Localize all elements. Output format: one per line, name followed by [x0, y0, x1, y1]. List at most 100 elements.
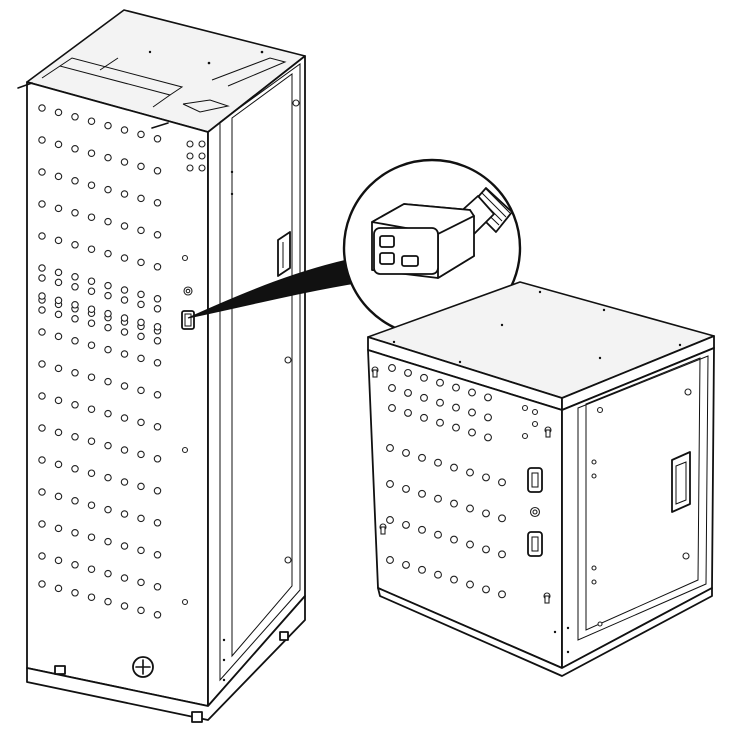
perforation-hole	[120, 446, 129, 454]
tall-cabinet-edge-holes	[181, 140, 234, 682]
keyhole-mounts	[371, 366, 552, 604]
perforation-hole	[104, 441, 112, 450]
perforation-hole	[418, 525, 426, 534]
perforation-hole	[466, 468, 474, 477]
perforation-hole	[38, 360, 46, 368]
perforation-hole	[87, 373, 96, 381]
perforation-hole	[120, 382, 129, 390]
perforation-hole	[436, 418, 444, 427]
perforation-hole	[54, 310, 63, 319]
tall-cabinet-foot	[279, 631, 289, 641]
tall-cabinet-perforations	[38, 104, 162, 619]
c20-inlet-callout	[342, 158, 522, 338]
tall-cabinet-foot	[191, 711, 203, 723]
perforation-hole	[153, 337, 162, 345]
perforation-hole	[153, 323, 162, 331]
perforation-hole	[386, 480, 394, 488]
perforation-hole	[420, 393, 428, 402]
perforation-hole	[420, 413, 428, 422]
caster-wheel-icon	[132, 656, 154, 678]
perforation-hole	[38, 392, 46, 400]
perforation-hole	[120, 158, 129, 166]
perforation-hole	[137, 450, 145, 459]
wall-cabinet-perforations	[386, 364, 506, 599]
perforation-hole	[87, 533, 96, 541]
perforation-hole	[71, 529, 79, 537]
perforation-hole	[38, 488, 46, 496]
perforation-hole	[452, 403, 460, 412]
perforation-hole	[87, 319, 96, 327]
perforation-hole	[104, 281, 112, 290]
perforation-hole	[450, 499, 458, 508]
perforation-hole	[450, 575, 458, 584]
perforation-hole	[434, 494, 442, 503]
perforation-hole	[54, 296, 63, 305]
perforation-hole	[54, 364, 63, 373]
perforation-hole	[498, 478, 506, 487]
perforation-hole	[137, 354, 145, 363]
perforation-hole	[87, 149, 96, 157]
perforation-hole	[153, 487, 162, 495]
perforation-hole	[87, 245, 96, 253]
perforation-hole	[54, 236, 63, 245]
perforation-hole	[153, 391, 162, 399]
perforation-hole	[104, 309, 112, 318]
perforation-hole	[482, 473, 490, 482]
perforation-hole	[404, 388, 412, 397]
perforation-hole	[71, 315, 79, 323]
perforation-hole	[418, 453, 426, 462]
perforation-hole	[404, 368, 412, 377]
perforation-hole	[104, 345, 112, 354]
perforation-hole	[388, 364, 396, 372]
perforation-hole	[482, 585, 490, 594]
perforation-hole	[388, 404, 396, 412]
perforation-hole	[71, 465, 79, 473]
perforation-hole	[71, 283, 79, 291]
perforation-hole	[466, 580, 474, 589]
perforation-hole	[153, 611, 162, 619]
perforation-hole	[452, 423, 460, 432]
perforation-hole	[137, 386, 145, 395]
wall-cabinet-power-inlet	[521, 404, 570, 654]
perforation-hole	[87, 287, 96, 295]
perforation-hole	[38, 580, 46, 588]
perforation-hole	[104, 323, 112, 332]
perforation-hole	[87, 181, 96, 189]
perforation-hole	[54, 492, 63, 501]
perforation-hole	[153, 305, 162, 313]
perforation-hole	[38, 104, 46, 112]
perforation-hole	[54, 396, 63, 405]
perforation-hole	[120, 574, 129, 582]
perforation-hole	[468, 408, 476, 417]
perforation-hole	[38, 136, 46, 144]
perforation-hole	[137, 226, 145, 235]
perforation-hole	[137, 318, 145, 327]
c20-inlet-icon	[371, 203, 475, 279]
perforation-hole	[71, 589, 79, 597]
perforation-hole	[71, 273, 79, 281]
perforation-hole	[137, 482, 145, 491]
perforation-hole	[120, 254, 129, 262]
perforation-hole	[71, 113, 79, 121]
perforation-hole	[137, 258, 145, 267]
perforation-hole	[104, 537, 112, 546]
perforation-hole	[54, 524, 63, 533]
perforation-hole	[402, 448, 410, 457]
perforation-hole	[386, 516, 394, 524]
perforation-hole	[452, 383, 460, 392]
wall-cabinet	[367, 281, 715, 677]
perforation-hole	[420, 373, 428, 382]
perforation-hole	[104, 217, 112, 226]
perforation-hole	[386, 556, 394, 564]
perforation-hole	[153, 551, 162, 559]
perforation-hole	[38, 292, 46, 300]
perforation-hole	[104, 121, 112, 130]
perforation-hole	[38, 232, 46, 240]
perforation-hole	[120, 510, 129, 518]
perforation-hole	[466, 540, 474, 549]
perforation-hole	[71, 145, 79, 153]
perforation-hole	[87, 501, 96, 509]
perforation-hole	[54, 172, 63, 181]
